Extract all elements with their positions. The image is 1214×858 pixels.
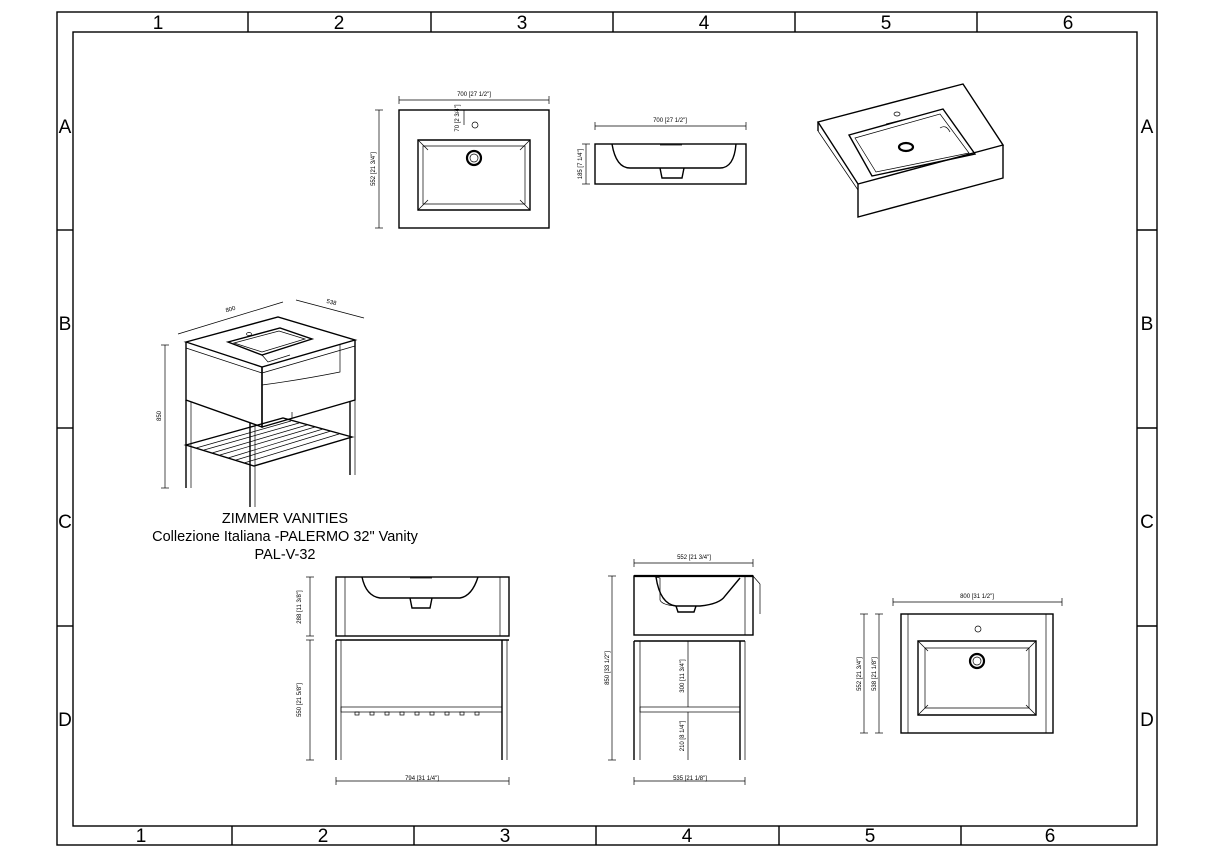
dim-plan-depth-outer: 552 [21 3/4"] [857,657,863,691]
plan-drain-icon [968,652,986,670]
vanity-plan-view [860,598,1063,734]
sink-top-view [375,96,550,229]
zone-left-A: A [59,117,72,138]
dim-front-basin-height: 288 [11 3/8"] [297,590,303,624]
dim-side-shelf-height: 210 [8 1/4"] [680,720,686,751]
product-title: Collezione Italiana -PALERMO 32" Vanity [152,529,418,545]
zone-top-5: 5 [881,13,892,34]
faucet-hole-icon [471,121,479,129]
dim-side-total-height: 850 [33 1/2"] [605,651,611,685]
plan-faucet-hole-icon [974,625,982,633]
zone-top-6: 6 [1063,13,1074,34]
zone-top-2: 2 [334,13,345,34]
vanity-front-view [306,576,510,785]
title-block: ZIMMER VANITIES Collezione Italiana -PAL… [120,510,450,564]
front-shelf-slats [354,711,480,716]
dim-side-shelf-gap: 300 [11 3/4"] [680,659,686,693]
zone-bottom-1: 1 [136,826,147,847]
zone-right-A: A [1141,117,1154,138]
zone-right-B: B [1141,314,1154,335]
vanity-isometric-view [161,299,365,507]
dim-side-top-depth: 552 [21 3/4"] [677,555,711,561]
dim-top-view-width: 700 [27 1/2"] [457,92,491,98]
zone-bottom-5: 5 [865,826,876,847]
zone-top-1: 1 [153,13,164,34]
vanity-side-view [608,559,761,785]
iso-faucet-hole-icon [893,111,901,117]
top-zone-ticks [247,12,978,32]
zone-left-D: D [58,710,72,731]
side-zone-ticks [57,229,1157,627]
zone-bottom-2: 2 [318,826,329,847]
bottom-zone-ticks [231,826,962,845]
dim-front-total-width: 794 [31 1/4"] [405,776,439,782]
zone-bottom-3: 3 [500,826,511,847]
zone-top-4: 4 [699,13,710,34]
zone-right-D: D [1140,710,1154,731]
zone-bottom-6: 6 [1045,826,1056,847]
dim-side-base-depth: 535 [21 1/8"] [673,776,707,782]
iso-drain-icon [897,141,915,153]
dim-plan-width: 800 [31 1/2"] [960,594,994,600]
model-number: PAL-V-32 [254,547,316,563]
shelf-slats [195,420,340,464]
drain-icon [465,149,483,167]
zone-bottom-4: 4 [682,826,693,847]
dim-iso-width: 800 [225,306,237,315]
dim-section-height: 185 [7 1/4"] [578,148,584,179]
sink-isometric-view [816,83,1005,218]
dim-top-view-depth: 552 [21 3/4"] [371,152,377,186]
sink-section-view [582,122,747,185]
dim-top-view-faucet-offset: 70 [2 3/4"] [455,104,461,131]
dim-plan-depth-inner: 538 [21 1/8"] [872,657,878,691]
inner-border [72,31,1138,827]
dim-front-leg-height: 550 [21 5/8"] [297,683,303,717]
zone-right-C: C [1140,512,1154,533]
zone-left-C: C [58,512,72,533]
outer-border [56,11,1158,846]
dim-iso-height: 850 [157,410,163,421]
dim-section-width: 700 [27 1/2"] [653,118,687,124]
zone-left-B: B [59,314,72,335]
brand-title: ZIMMER VANITIES [221,511,349,527]
dim-iso-depth: 538 [326,299,338,308]
zone-top-3: 3 [517,13,528,34]
